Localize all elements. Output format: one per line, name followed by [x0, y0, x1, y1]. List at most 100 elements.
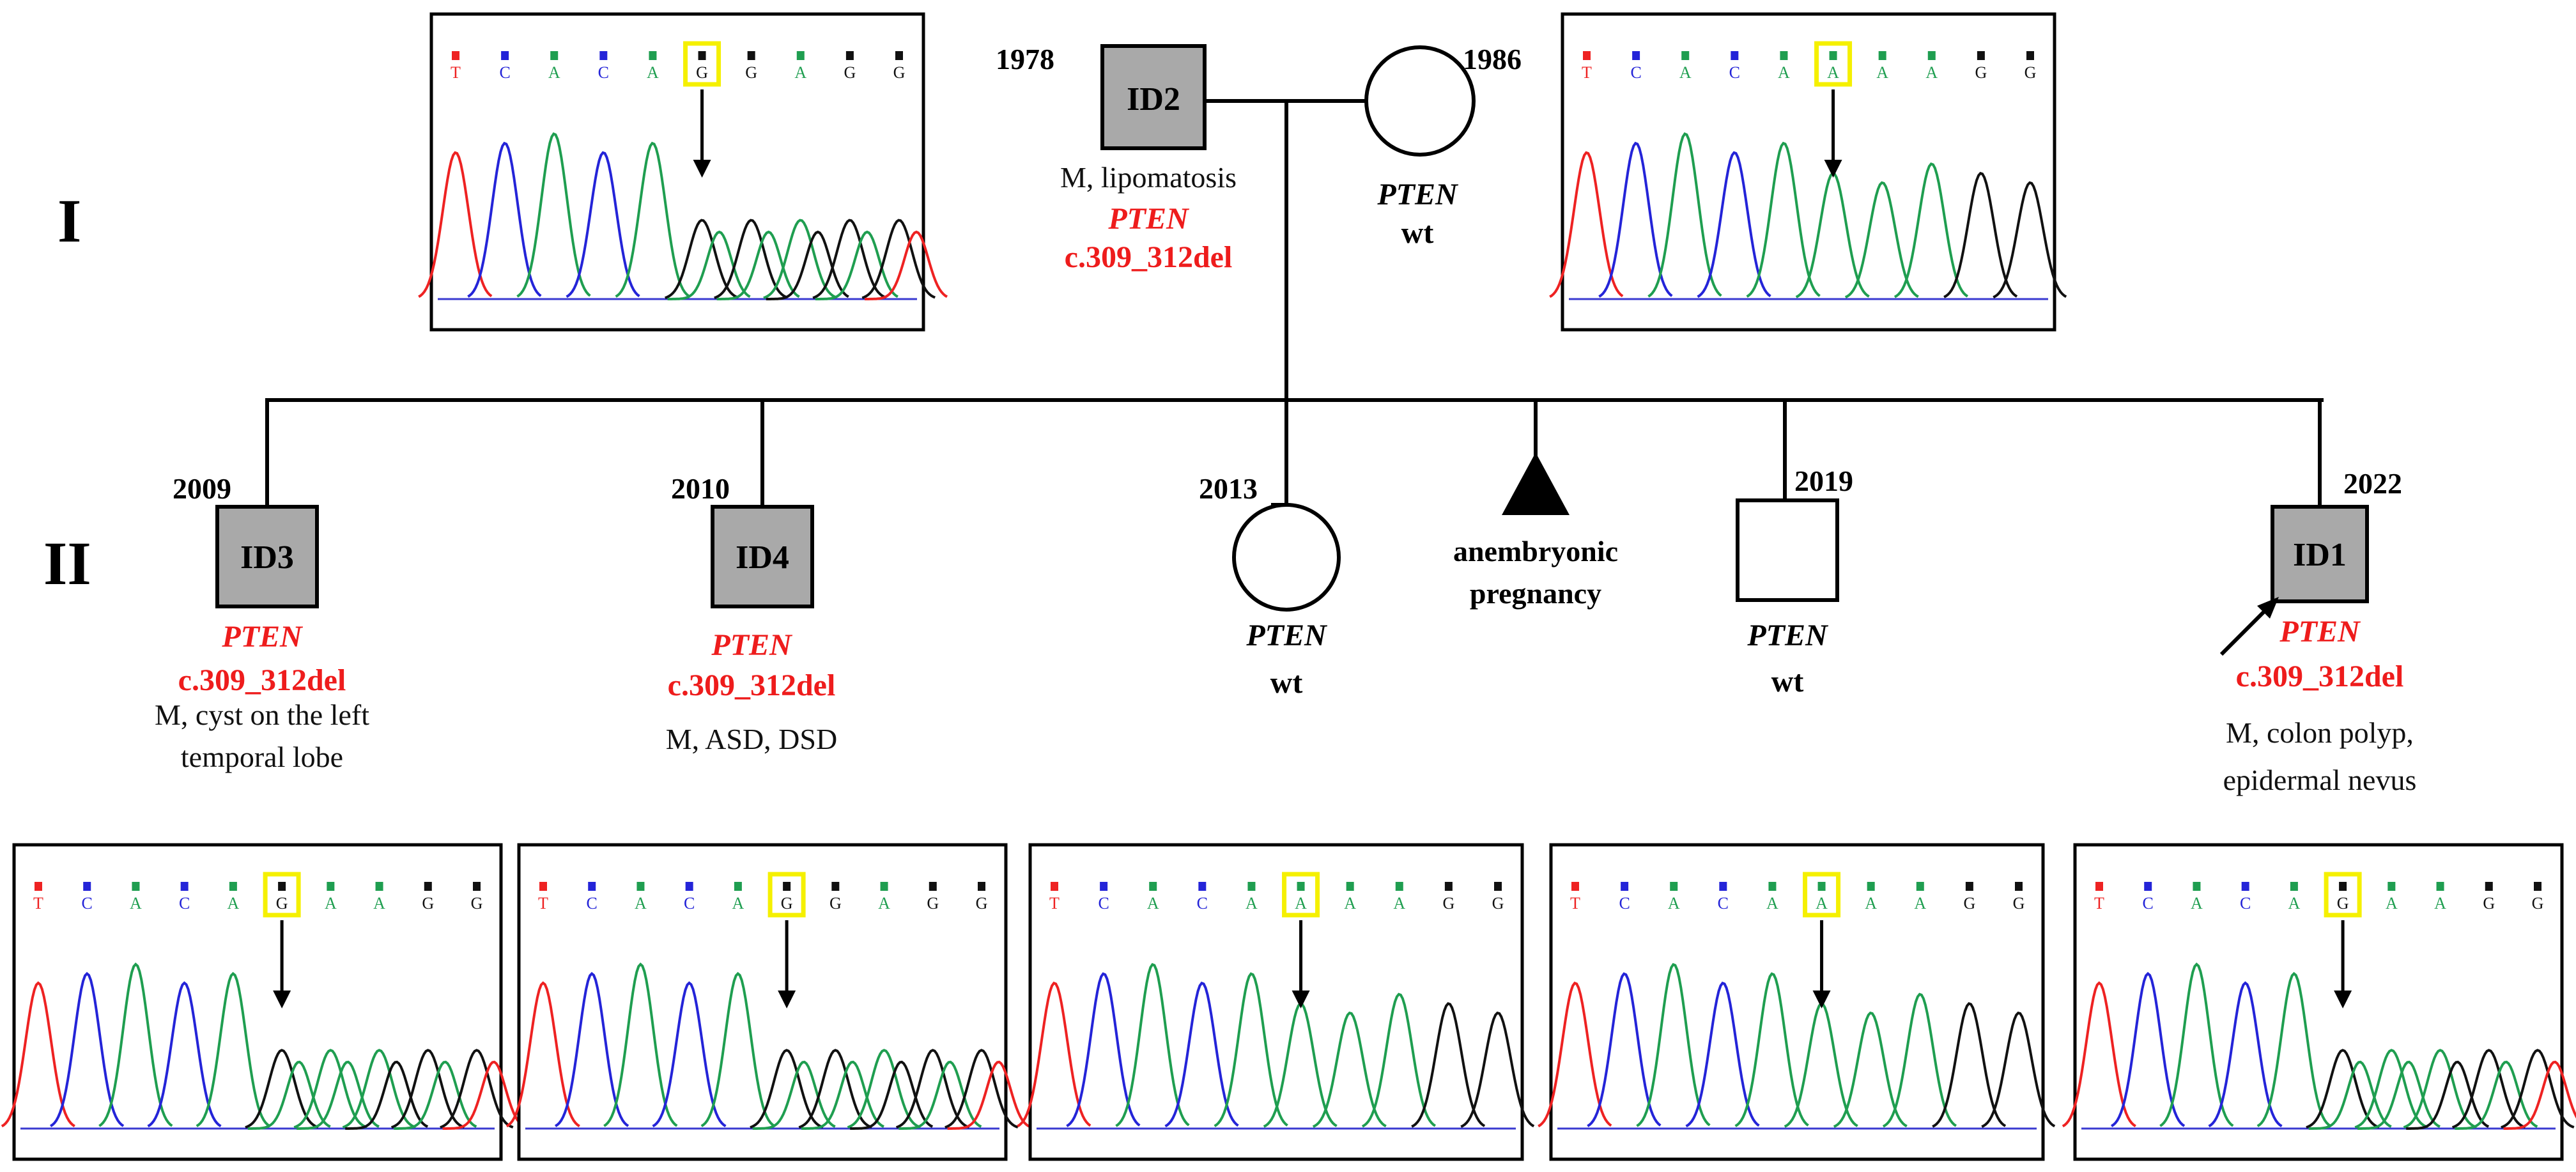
year-ID1: 2022 — [2343, 467, 2402, 500]
variant-arrow-icon — [778, 991, 796, 1008]
base-call-1: C — [1098, 894, 1109, 913]
year-mother: 1986 — [1463, 43, 1522, 75]
gene-son2019: PTEN — [1747, 619, 1829, 652]
base-call-5: A — [1827, 63, 1839, 82]
base-call-4: A — [732, 894, 744, 913]
year-ID2: 1978 — [996, 43, 1054, 75]
quality-marker — [636, 882, 645, 891]
quality-marker — [649, 51, 657, 60]
base-call-2: A — [1668, 894, 1680, 913]
generation-label-I: I — [58, 187, 81, 255]
trace-secondary-peak-9 — [442, 1060, 526, 1130]
trace-peak-8 — [1932, 1002, 2007, 1128]
male-affected-symbol — [1100, 44, 1207, 150]
variant-highlight-box — [1814, 41, 1853, 87]
quality-marker — [845, 51, 854, 60]
quality-marker — [880, 882, 888, 891]
trace-peak-0 — [1538, 981, 1612, 1128]
base-call-8: G — [1963, 894, 1975, 913]
trace-secondary-peak-9 — [947, 1060, 1031, 1130]
quality-marker — [1100, 882, 1108, 891]
quality-marker — [473, 882, 481, 891]
quality-marker — [2387, 882, 2396, 891]
female-unaffected-symbol — [1364, 45, 1476, 157]
quality-marker — [831, 882, 840, 891]
variant-highlight-box — [683, 41, 721, 87]
quality-marker — [132, 882, 140, 891]
base-call-7: A — [794, 63, 806, 82]
quality-marker — [929, 882, 937, 891]
trace-peak-2 — [1647, 132, 1722, 298]
base-call-3: C — [1729, 63, 1740, 82]
trace-peak-1 — [1598, 141, 1673, 298]
trace-peak-4 — [615, 141, 690, 298]
quality-marker — [1297, 882, 1305, 891]
base-call-3: C — [179, 894, 190, 913]
trace-peak-4 — [1746, 141, 1821, 298]
male-affected-symbol — [711, 505, 814, 608]
quality-marker — [796, 51, 805, 60]
quality-marker — [278, 882, 286, 891]
trace-peak-2 — [1636, 962, 1711, 1127]
quality-marker — [1247, 882, 1256, 891]
quality-marker — [424, 882, 432, 891]
phenotype-ID3-line1: M, cyst on the left — [155, 698, 369, 731]
base-call-9: G — [1492, 894, 1504, 913]
trace-secondary-peak-5 — [2308, 1060, 2392, 1130]
trace-peak-3 — [566, 151, 640, 298]
base-call-6: A — [1344, 894, 1356, 913]
base-call-1: C — [82, 894, 93, 913]
quality-marker — [1916, 882, 1924, 891]
variant-highlight-box — [2324, 872, 2362, 918]
gene-ID4: PTEN — [711, 628, 793, 662]
base-call-9: G — [2025, 63, 2037, 82]
base-call-9: G — [2532, 894, 2544, 913]
trace-peak-9 — [1460, 1011, 1535, 1128]
trace-peak-7 — [1882, 992, 1957, 1128]
quality-marker — [550, 51, 559, 60]
variant-ID2: c.309_312del — [1065, 240, 1233, 274]
quality-marker — [1494, 882, 1502, 891]
quality-marker — [1583, 51, 1591, 60]
individual-label: ID1 — [2293, 537, 2347, 573]
drop-line-daughter — [1271, 400, 1288, 507]
trace-peak-7 — [1893, 162, 1969, 298]
pregnancy-loss-symbol — [1502, 452, 1570, 515]
base-call-8: G — [422, 894, 434, 913]
phenotype-ID2: M, lipomatosis — [1060, 161, 1237, 194]
male-unaffected-symbol — [1736, 498, 1839, 602]
trace-peak-3 — [1164, 981, 1239, 1128]
base-call-0: T — [33, 894, 43, 913]
phenotype-ID4: M, ASD, DSD — [666, 723, 837, 755]
base-call-8: G — [1975, 63, 1987, 82]
base-call-0: T — [538, 894, 548, 913]
trace-peak-2 — [1115, 962, 1190, 1127]
trace-secondary-peak-7 — [345, 1060, 429, 1130]
quality-marker — [2534, 882, 2541, 891]
base-call-2: A — [130, 894, 142, 913]
quality-marker — [1829, 51, 1837, 60]
phenotype-ID1-line2: epidermal nevus — [2223, 764, 2417, 796]
proband-arrow-icon — [2219, 597, 2279, 656]
generation-label-II: II — [43, 529, 91, 598]
variant-arrow-icon — [1812, 991, 1831, 1008]
base-call-1: C — [1630, 63, 1641, 82]
quality-marker — [1681, 51, 1690, 60]
quality-marker — [501, 51, 509, 60]
base-call-9: G — [893, 63, 906, 82]
base-call-6: A — [325, 894, 337, 913]
base-call-5: G — [276, 894, 288, 913]
variant-ID4: c.309_312del — [668, 668, 836, 702]
quality-marker — [2436, 882, 2444, 891]
base-call-6: G — [829, 894, 842, 913]
individual-label: ID3 — [240, 539, 294, 576]
individual-label: ID2 — [1127, 81, 1180, 118]
chromatogram-frame — [2073, 843, 2564, 1161]
trace-secondary-peak-8 — [2455, 1060, 2538, 1130]
base-call-7: A — [1393, 894, 1405, 913]
variant-arrow-icon — [1824, 160, 1842, 178]
trace-secondary-peak-7 — [850, 1060, 934, 1130]
trace-peak-9 — [1993, 181, 2067, 298]
quality-marker — [1965, 882, 1973, 891]
trace-peak-1 — [1066, 972, 1141, 1127]
